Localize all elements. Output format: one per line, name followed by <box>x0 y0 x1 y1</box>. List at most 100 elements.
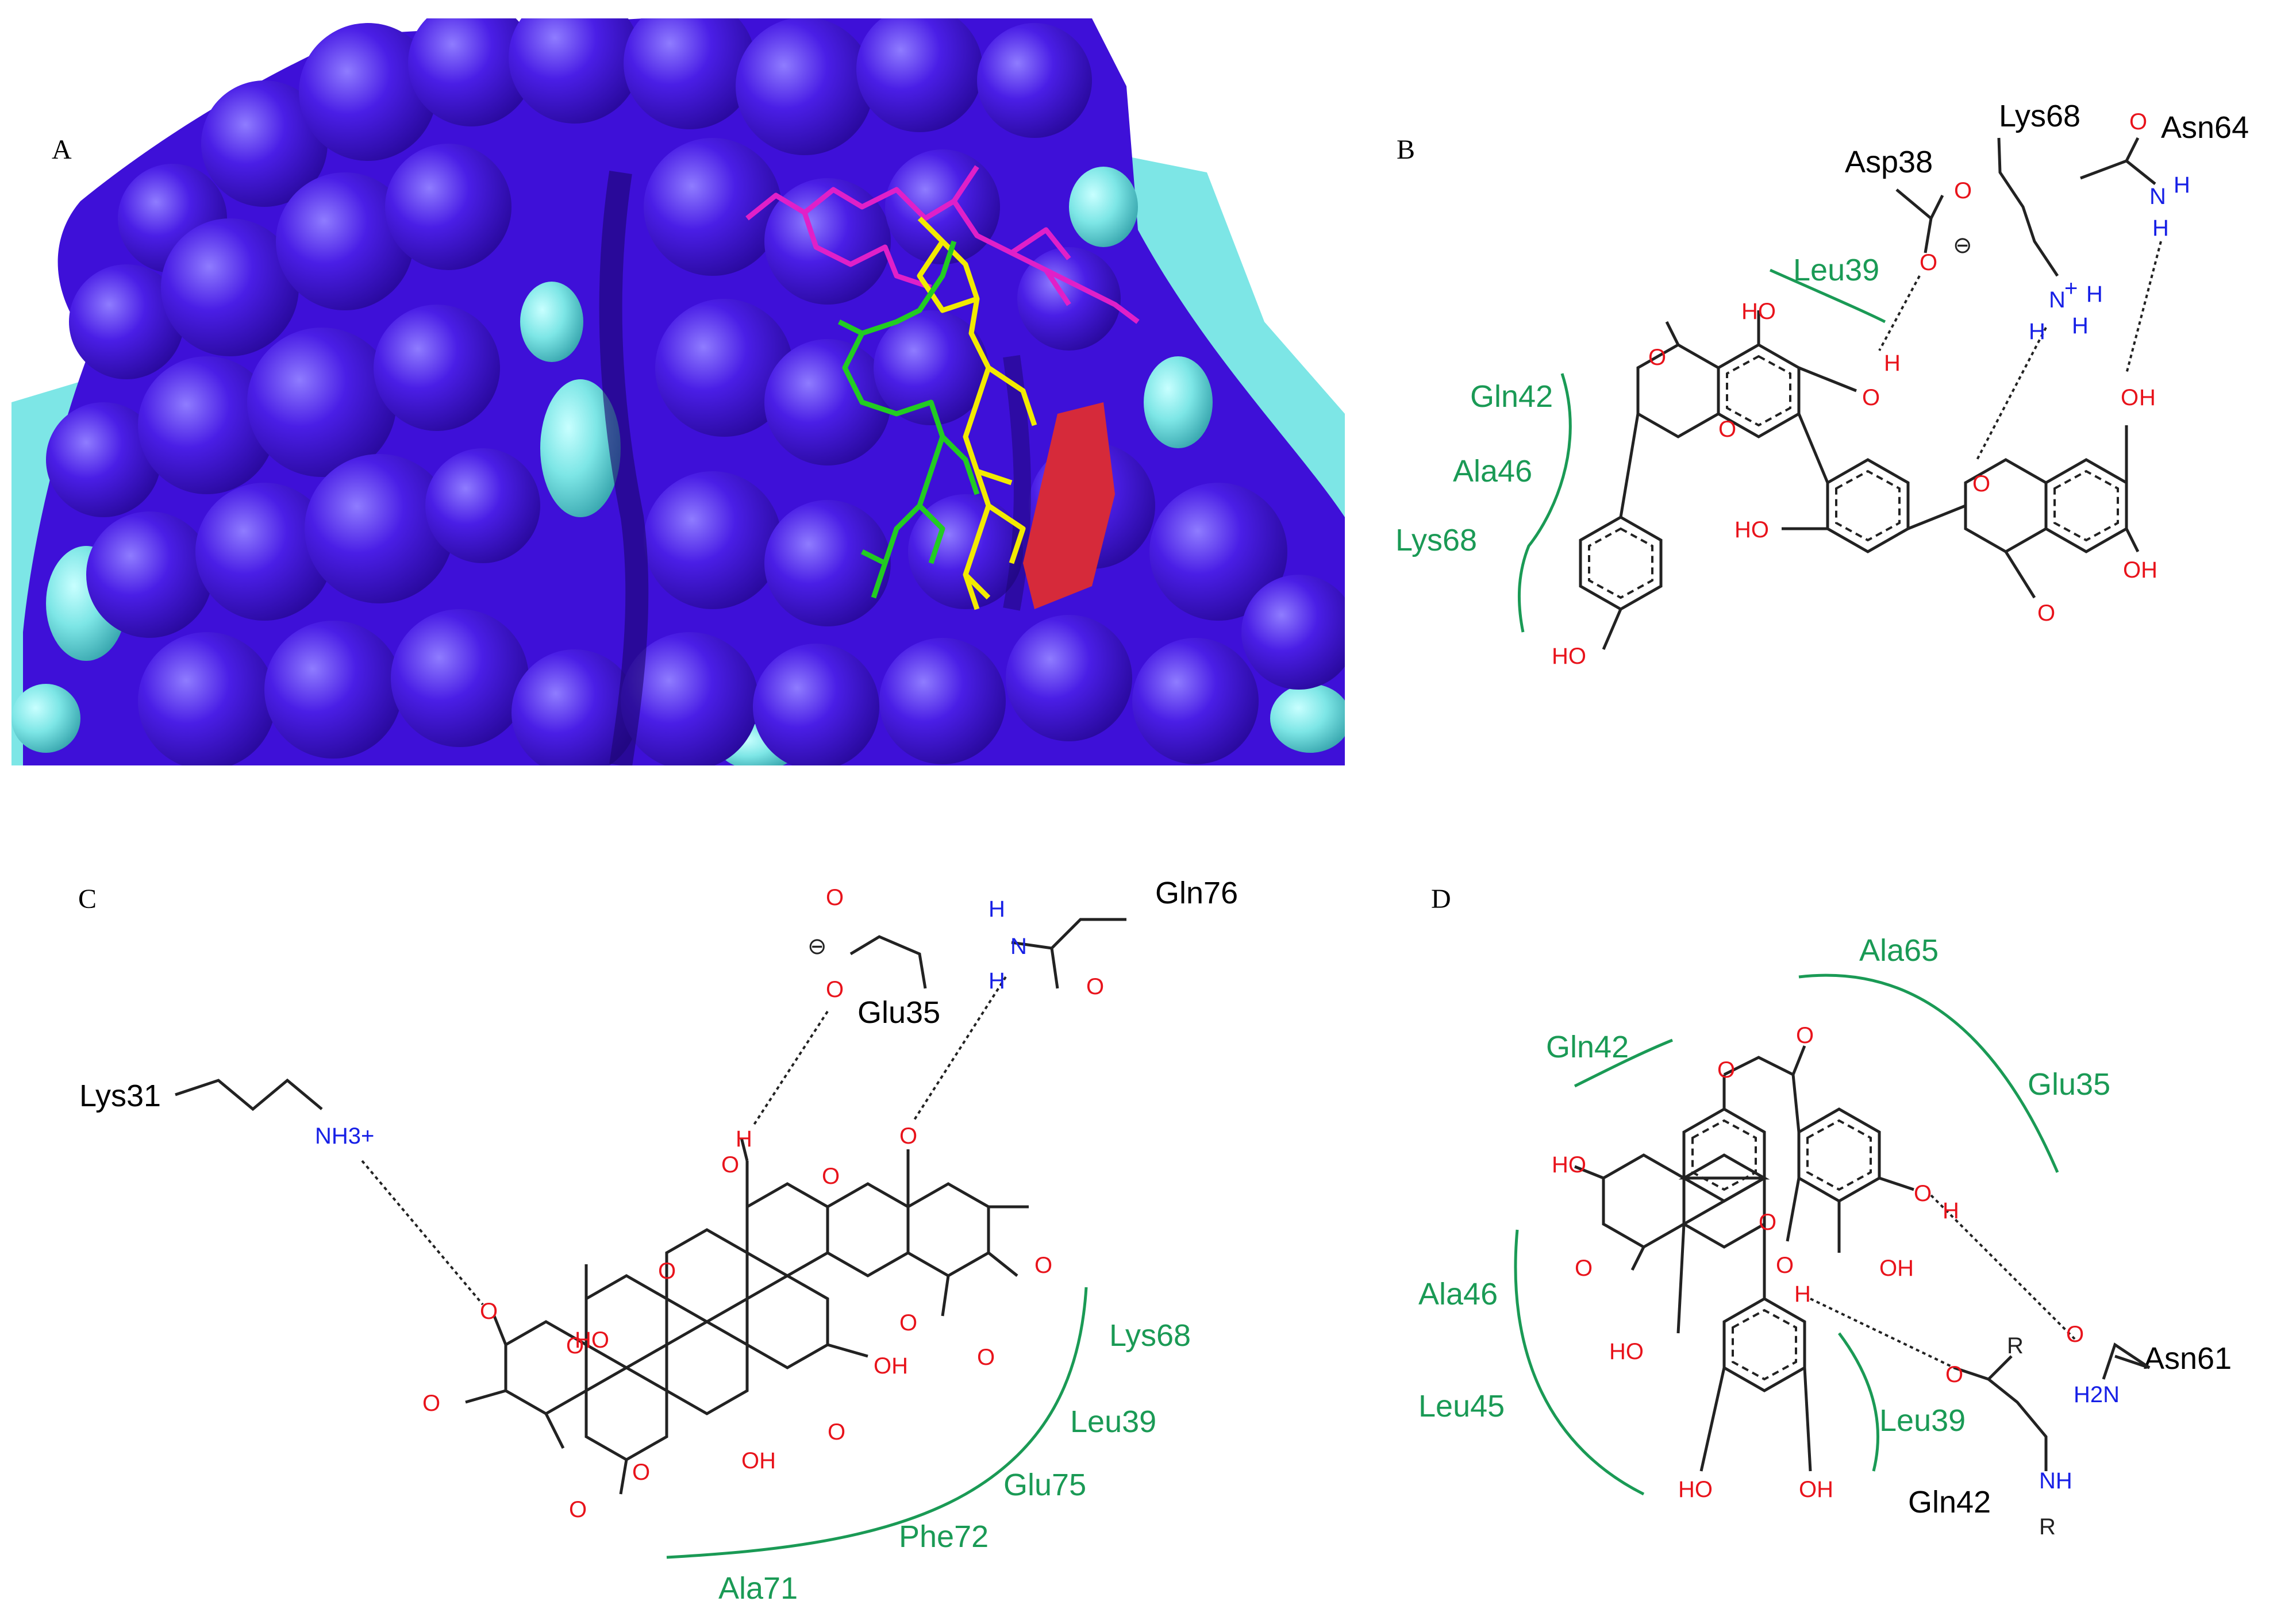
residue-ala46: Ala46 <box>1453 454 1532 488</box>
hydrophobic-arc <box>1798 973 2059 1173</box>
residue-lys31: Lys31 <box>79 1079 161 1113</box>
residue-gln42: Gln42 <box>1470 379 1553 414</box>
residue-lys68-hydrophobic: Lys68 <box>1395 523 1477 557</box>
atom-o: O <box>1034 1253 1052 1278</box>
atom-o: O <box>1972 471 1990 497</box>
residue-glu35: Glu35 <box>857 995 940 1030</box>
residue-glu35: Glu35 <box>2028 1067 2110 1102</box>
atom-ho: HO <box>1734 517 1769 542</box>
residue-ala65: Ala65 <box>1859 933 1939 968</box>
atom-ho: HO <box>1678 1477 1713 1502</box>
panel-label-c: C <box>78 884 97 914</box>
atom-oh: OH <box>874 1353 908 1379</box>
residue-leu45: Leu45 <box>1418 1389 1505 1423</box>
residue-asn64: Asn64 <box>2161 110 2249 145</box>
panel-label-b: B <box>1397 134 1415 165</box>
residue-asp38: Asp38 <box>1845 145 1933 179</box>
residue-gln42: Gln42 <box>1908 1485 1991 1519</box>
atom-ho: HO <box>1552 644 1586 669</box>
hydrophobic-arc <box>1574 1038 1673 1088</box>
hydrophobic-arc <box>1837 1332 1879 1472</box>
atom-o: O <box>2037 601 2055 626</box>
residue-lys68: Lys68 <box>1999 99 2080 133</box>
atom-o: O <box>1575 1256 1593 1281</box>
charge-minus: ⊖ <box>807 934 827 959</box>
panel-b: Asp38 Lys68 Asn64 Leu39 Gln42 Ala46 Lys6… <box>1395 99 2249 669</box>
atom-h: H <box>2174 172 2190 198</box>
panel-label-a: A <box>52 134 72 165</box>
hydrophobic-arc <box>1517 373 1572 633</box>
atom-r: R <box>2007 1333 2024 1359</box>
panel-d: Ala65 Gln42 Glu35 Ala46 Leu45 Leu39 Asn6… <box>1418 933 2232 1540</box>
ligand-structure <box>175 918 1126 1495</box>
atom-nh2: H2N <box>2074 1382 2120 1407</box>
residue-ala71: Ala71 <box>718 1571 798 1606</box>
charge-plus: + <box>2064 276 2078 301</box>
ligand-structure <box>1574 1045 2151 1472</box>
atom-r: R <box>2039 1514 2056 1540</box>
atom-ho: HO <box>1552 1152 1586 1177</box>
residue-glu75: Glu75 <box>1003 1468 1086 1502</box>
residue-lys68: Lys68 <box>1109 1318 1191 1353</box>
atom-oh: OH <box>741 1448 776 1473</box>
residue-leu39: Leu39 <box>1070 1404 1156 1439</box>
atom-h: H <box>1884 351 1901 376</box>
atom-h: H <box>2072 313 2089 338</box>
atom-o: O <box>826 885 844 910</box>
atom-nh3: NH3+ <box>315 1123 374 1149</box>
atom-o: O <box>1086 974 1104 999</box>
atom-o: O <box>828 1419 845 1445</box>
atom-o: O <box>1648 345 1666 370</box>
atom-o: O <box>1776 1253 1794 1278</box>
atom-o: O <box>1718 417 1736 442</box>
atom-o: O <box>632 1460 650 1485</box>
atom-o: O <box>480 1299 498 1324</box>
atom-h: H <box>2086 282 2103 307</box>
atom-n: N <box>2049 287 2066 313</box>
atom-n: N <box>1010 934 1027 959</box>
atom-o: O <box>569 1497 587 1522</box>
atom-o: O <box>721 1152 739 1177</box>
hydrophobic-arc <box>1769 268 1886 324</box>
atom-h: H <box>2139 385 2156 410</box>
atom-ho: HO <box>575 1327 609 1353</box>
atom-o: O <box>977 1345 995 1370</box>
atom-o: O <box>2121 385 2139 410</box>
atom-o: O <box>1945 1362 1963 1387</box>
atom-o: O <box>899 1123 917 1149</box>
atom-n: N <box>2149 184 2166 209</box>
atom-o: O <box>566 1333 584 1359</box>
atom-h: H <box>2152 215 2169 241</box>
atom-oh: OH <box>1879 1256 1914 1281</box>
ligand-structure <box>1579 137 2162 650</box>
atom-o: O <box>1920 250 1937 275</box>
atom-h: H <box>2029 319 2045 344</box>
atom-h: H <box>989 968 1005 994</box>
atom-h: H <box>989 896 1005 922</box>
atom-nh: NH <box>2039 1468 2072 1494</box>
charge-minus: ⊖ <box>1953 233 1972 258</box>
panel-a <box>11 18 1345 765</box>
atom-o: O <box>2129 109 2147 134</box>
atom-o: O <box>1862 385 1880 410</box>
residue-leu39: Leu39 <box>1879 1403 1966 1438</box>
residue-gln42-hydrophobic: Gln42 <box>1546 1030 1629 1064</box>
atom-o: O <box>422 1391 440 1416</box>
panel-c: Gln76 Glu35 Lys31 Lys68 Leu39 Glu75 Phe7… <box>79 876 1238 1606</box>
atom-oh: OH <box>1799 1477 1833 1502</box>
atom-h: H <box>1943 1198 1959 1223</box>
protein-surface <box>11 18 1345 765</box>
atom-o: O <box>899 1310 917 1336</box>
hydrophobic-arc <box>666 1287 1088 1559</box>
residue-gln76: Gln76 <box>1155 876 1238 910</box>
atom-h: H <box>1794 1282 1811 1307</box>
atom-o: O <box>658 1259 676 1284</box>
residue-ala46: Ala46 <box>1418 1277 1498 1311</box>
atom-ho: HO <box>1609 1339 1644 1364</box>
atom-o: O <box>1914 1181 1932 1206</box>
atom-o: O <box>826 977 844 1002</box>
atom-o: O <box>1796 1023 1814 1048</box>
atom-o: O <box>1717 1057 1735 1083</box>
panel-label-d: D <box>1431 884 1451 914</box>
